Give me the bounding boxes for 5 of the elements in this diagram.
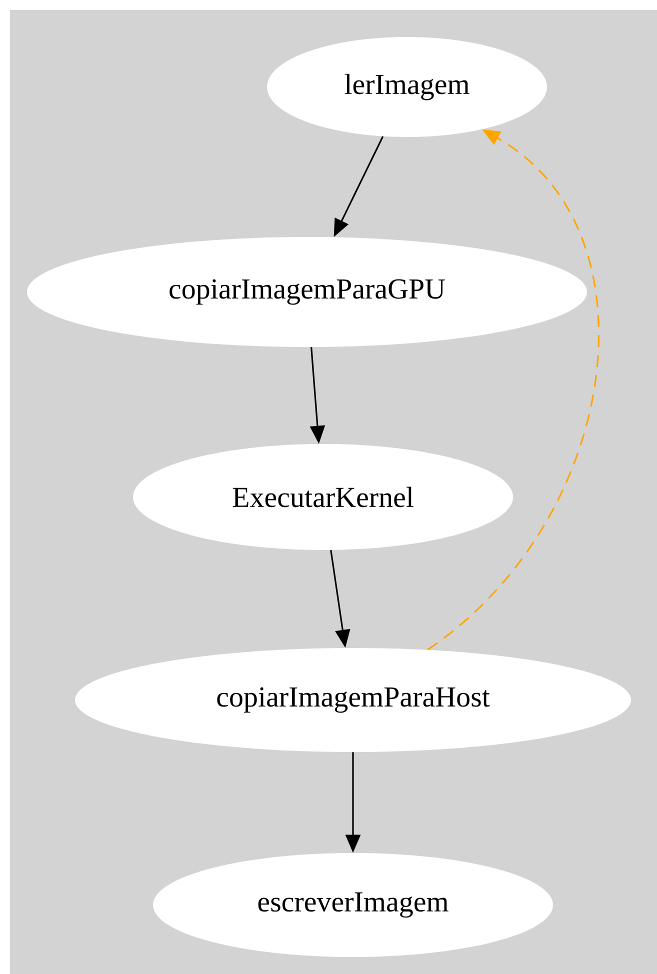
ellipse-node: escreverImagem xyxy=(153,853,553,957)
ellipse-node: lerImagem xyxy=(267,37,547,137)
ellipse-node: copiarImagemParaGPU xyxy=(27,237,587,347)
ellipse-node: copiarImagemParaHost xyxy=(75,648,631,752)
ellipse-node: ExecutarKernel xyxy=(133,444,513,550)
